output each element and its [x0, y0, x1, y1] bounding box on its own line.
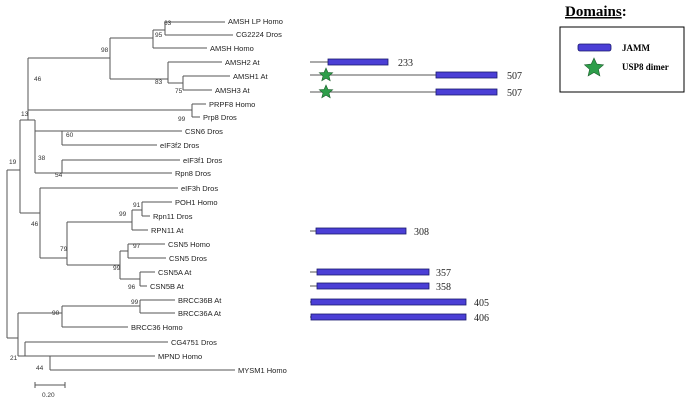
usp8-star-icon [583, 57, 605, 77]
bootstrap-value: 79 [60, 246, 68, 253]
leaf-label: CG4751 Dros [171, 338, 217, 347]
bootstrap-value: 19 [9, 159, 17, 166]
domain-row-brcc36a: 406 [310, 313, 489, 324]
leaf-label: AMSH LP Homo [228, 17, 283, 26]
leaf-label: BRCC36B At [178, 296, 222, 305]
leaf-label: MYSM1 Homo [238, 366, 287, 375]
domain-row-amsh2: 233 [310, 58, 413, 69]
leaf-label: CSN5B At [150, 282, 185, 291]
bootstrap-value: 90 [52, 310, 60, 317]
leaf-label: POH1 Homo [175, 198, 218, 207]
bootstrap-value: 44 [36, 365, 44, 372]
bootstrap-value: 91 [133, 202, 141, 209]
bootstrap-value: 99 [131, 299, 139, 306]
jamm-domain-bar [435, 71, 498, 79]
protein-length: 308 [414, 227, 429, 238]
usp8-dimer-star-icon [318, 84, 334, 99]
leaf-label: BRCC36 Homo [131, 323, 183, 332]
jamm-domain-bar [435, 88, 498, 96]
bootstrap-value: 98 [101, 47, 109, 54]
jamm-domain-bar [316, 268, 430, 276]
leaf-label: CSN5 Homo [168, 240, 210, 249]
leaf-label: RPN11 At [151, 226, 184, 235]
leaf-label: eIF3f2 Dros [160, 141, 199, 150]
bootstrap-values: 63 95 98 83 75 46 99 13 60 38 54 19 91 9… [9, 20, 186, 372]
domains-legend: Domains: JAMM USP8 dimer [559, 4, 685, 93]
protein-length: 405 [474, 298, 489, 309]
bootstrap-value: 83 [155, 79, 163, 86]
protein-length: 406 [474, 313, 489, 324]
usp8-dimer-star-icon [318, 67, 334, 82]
bootstrap-value: 63 [164, 20, 172, 27]
protein-length: 358 [436, 282, 451, 293]
legend-box [559, 26, 685, 93]
bootstrap-value: 54 [55, 172, 63, 179]
bootstrap-value: 38 [38, 155, 46, 162]
leaf-label: AMSH2 At [225, 58, 261, 67]
jamm-domain-bar [327, 58, 389, 66]
leaf-label: CSN5 Dros [169, 254, 207, 263]
leaf-label: BRCC36A At [178, 309, 222, 318]
leaf-label: eIF3f1 Dros [183, 156, 222, 165]
jamm-domain-bar [310, 313, 467, 321]
domain-architectures: 233 507 507 308 357 [310, 58, 522, 324]
leaf-label: AMSH1 At [233, 72, 269, 81]
protein-length: 507 [507, 88, 522, 99]
leaf-label: CSN5A At [158, 268, 192, 277]
leaf-label: Prp8 Dros [203, 113, 237, 122]
bootstrap-value: 21 [10, 355, 18, 362]
domain-row-amsh3: 507 [310, 84, 522, 99]
leaf-label: CSN6 Dros [185, 127, 223, 136]
domain-row-csn5a: 357 [310, 268, 451, 279]
bootstrap-value: 96 [128, 284, 136, 291]
leaf-label: Rpn8 Dros [175, 169, 211, 178]
bootstrap-value: 75 [175, 88, 183, 95]
leaf-labels: AMSH LP Homo CG2224 Dros AMSH Homo AMSH2… [131, 17, 287, 375]
bootstrap-value: 60 [66, 132, 74, 139]
tree-branches [6, 21, 235, 371]
scale-bar: 0.20 [34, 382, 66, 399]
bootstrap-value: 95 [155, 32, 163, 39]
leaf-label: MPND Homo [158, 352, 202, 361]
domain-row-amsh1: 507 [310, 67, 522, 82]
legend-label-usp8: USP8 dimer [622, 62, 669, 72]
jamm-domain-bar [316, 282, 430, 290]
bootstrap-value: 46 [31, 221, 39, 228]
protein-length: 357 [436, 268, 451, 279]
legend-title: Domains: [565, 4, 627, 20]
leaf-label: AMSH Homo [210, 44, 254, 53]
bootstrap-value: 99 [119, 211, 127, 218]
jamm-domain-bar [315, 227, 407, 235]
scale-bar-label: 0.20 [42, 392, 55, 399]
jamm-domain-bar [310, 298, 467, 306]
bootstrap-value: 13 [21, 111, 29, 118]
bootstrap-value: 97 [133, 243, 141, 250]
legend-label-jamm: JAMM [622, 43, 650, 53]
protein-length: 507 [507, 71, 522, 82]
leaf-label: Rpn11 Dros [153, 212, 193, 221]
bootstrap-value: 46 [34, 76, 42, 83]
protein-length: 233 [398, 58, 413, 69]
jamm-bar-icon [577, 43, 612, 52]
bootstrap-value: 99 [178, 116, 186, 123]
leaf-label: CG2224 Dros [236, 30, 282, 39]
domain-row-brcc36b: 405 [310, 298, 489, 309]
domain-row-rpn11: 308 [310, 227, 429, 238]
bootstrap-value: 99 [113, 265, 121, 272]
leaf-label: AMSH3 At [215, 86, 251, 95]
leaf-label: PRPF8 Homo [209, 100, 255, 109]
domain-row-csn5b: 358 [310, 282, 451, 293]
leaf-label: eIF3h Dros [181, 184, 218, 193]
